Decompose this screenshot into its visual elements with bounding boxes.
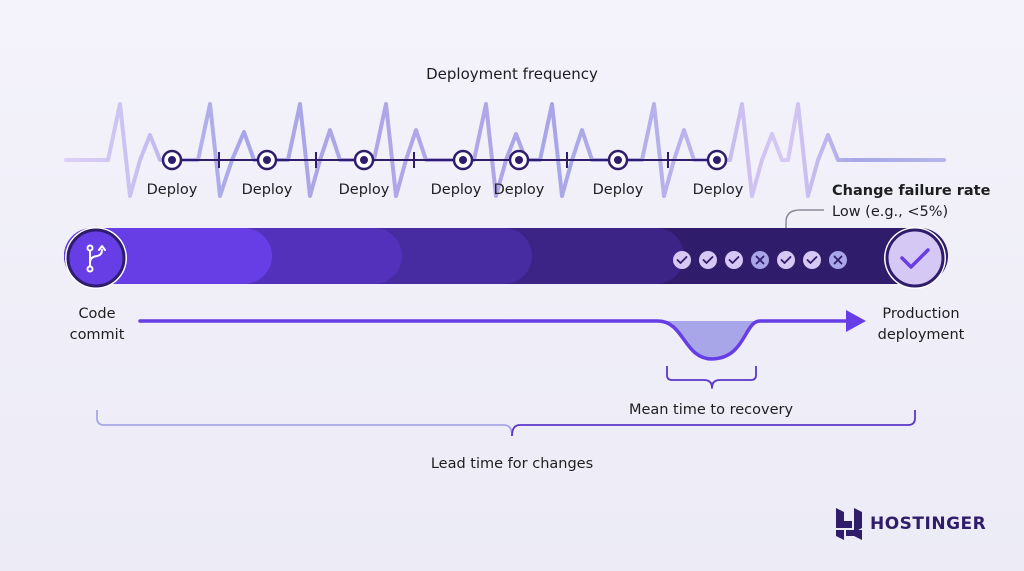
- lead-time-brace-left: [96, 410, 513, 437]
- production-deployment-label-line1: Production: [882, 306, 959, 322]
- x-icon: [751, 251, 769, 269]
- production-deployment-label-line2: deployment: [878, 327, 965, 343]
- deploy-label: Deploy: [242, 182, 293, 198]
- check-icon: [673, 251, 691, 269]
- deploy-label: Deploy: [593, 182, 644, 198]
- change-failure-rate-title: Change failure rate: [832, 183, 991, 199]
- pipeline-bar: [64, 228, 948, 284]
- timeline-ticks: [218, 152, 669, 168]
- deploy-marker-dot: [360, 156, 368, 164]
- mean-time-to-recovery-label: Mean time to recovery: [629, 402, 794, 418]
- deployment-frequency-title: Deployment frequency: [426, 65, 598, 83]
- lead-time-for-changes-label: Lead time for changes: [431, 456, 593, 472]
- deploy-label: Deploy: [339, 182, 390, 198]
- deploy-labels: Deploy Deploy Deploy Deploy Deploy Deplo…: [147, 182, 744, 198]
- check-icon: [777, 251, 795, 269]
- check-icon: [699, 251, 717, 269]
- deploy-label: Deploy: [431, 182, 482, 198]
- recovery-brace: [666, 366, 757, 389]
- deploy-label: Deploy: [693, 182, 744, 198]
- code-commit-label-line2: commit: [70, 327, 125, 343]
- deploy-markers: [161, 149, 728, 171]
- deployment-pulse-wave: [64, 102, 946, 198]
- git-branch-icon: [86, 244, 106, 273]
- code-commit-node: [65, 227, 127, 289]
- checkmark-icon: [900, 248, 930, 269]
- hostinger-logo-icon: [836, 508, 862, 540]
- change-results: [673, 251, 847, 269]
- deploy-label: Deploy: [147, 182, 198, 198]
- deploy-marker-dot: [459, 156, 467, 164]
- change-failure-leader-line: [785, 209, 824, 246]
- code-commit-label-line1: Code: [78, 306, 115, 322]
- lead-time-brace-right: [511, 410, 916, 437]
- production-deployment-node: [884, 227, 946, 289]
- deploy-label: Deploy: [494, 182, 545, 198]
- brand-name: HOSTINGER: [870, 514, 986, 534]
- check-icon: [725, 251, 743, 269]
- check-icon: [803, 251, 821, 269]
- arrow-head-icon: [846, 310, 866, 332]
- deploy-marker-dot: [168, 156, 176, 164]
- deploy-marker-dot: [515, 156, 523, 164]
- x-icon: [829, 251, 847, 269]
- deploy-marker-dot: [614, 156, 622, 164]
- deploy-marker-dot: [713, 156, 721, 164]
- change-failure-rate-value: Low (e.g., <5%): [832, 204, 948, 220]
- deploy-marker-dot: [263, 156, 271, 164]
- flow-arrow-line: [138, 319, 850, 361]
